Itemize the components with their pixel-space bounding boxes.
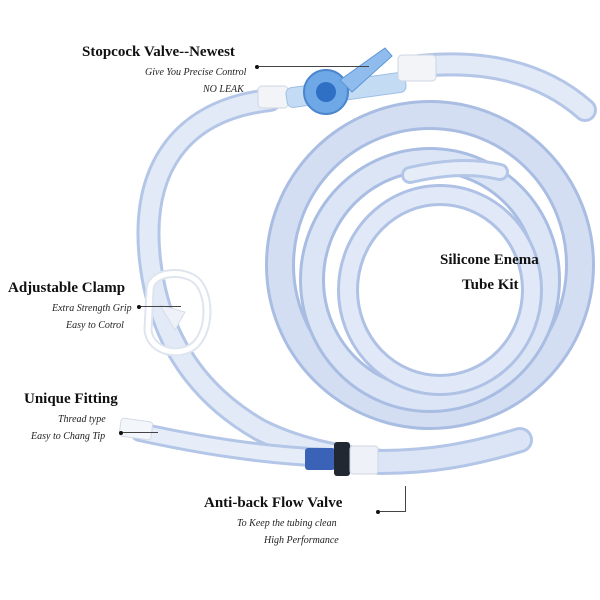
product-title-line-2: Tube Kit [462, 277, 519, 293]
clamp-pointer-dot [137, 305, 141, 309]
clamp-line-1: Extra Strength Grip [52, 303, 132, 314]
fitting-pointer-line [123, 432, 158, 433]
clamp-title: Adjustable Clamp [8, 280, 126, 296]
antiback-line-2: High Performance [264, 535, 339, 546]
fitting-title: Unique Fitting [24, 391, 118, 407]
antiback-line-1: To Keep the tubing clean [237, 518, 337, 529]
antiback-pointer-dot [376, 510, 380, 514]
product-title-line-1: Silicone Enema [440, 252, 539, 268]
tube-coil [265, 100, 595, 430]
fitting-graphic [118, 417, 154, 441]
antiback-valve-graphic [305, 442, 379, 476]
stopcock-valve-graphic [257, 47, 437, 115]
clamp-line-2: Easy to Cotrol [66, 320, 124, 331]
stopcock-line-1: Give You Precise Control [145, 67, 247, 78]
clamp-pointer-line [141, 306, 181, 307]
antiback-title: Anti-back Flow Valve [204, 495, 343, 511]
stopcock-line-2: NO LEAK [203, 84, 244, 95]
antiback-pointer-line-v [405, 486, 406, 512]
fitting-line-1: Thread type [58, 414, 106, 425]
stopcock-title: Stopcock Valve--Newest [82, 44, 235, 60]
stopcock-pointer-dot [255, 65, 259, 69]
fitting-pointer-dot [119, 431, 123, 435]
stopcock-pointer-line [259, 66, 369, 67]
fitting-line-2: Easy to Chang Tip [31, 431, 106, 442]
clamp-graphic [143, 269, 212, 357]
antiback-pointer-line-h [380, 511, 405, 512]
